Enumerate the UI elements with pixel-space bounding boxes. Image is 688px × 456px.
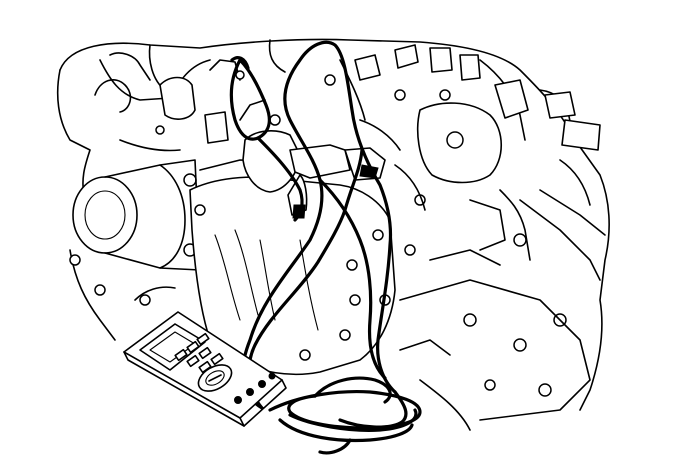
left-cylinder-component bbox=[72, 159, 201, 271]
top-hoses bbox=[94, 44, 481, 144]
meter-jacks bbox=[234, 372, 276, 404]
multimeter bbox=[123, 311, 287, 427]
meter-buttons bbox=[174, 332, 224, 374]
engine-detail-strokes bbox=[69, 70, 451, 356]
right-side-components bbox=[416, 79, 606, 327]
coiled-lead-bundle bbox=[268, 376, 422, 455]
lower-bracket bbox=[399, 249, 591, 431]
